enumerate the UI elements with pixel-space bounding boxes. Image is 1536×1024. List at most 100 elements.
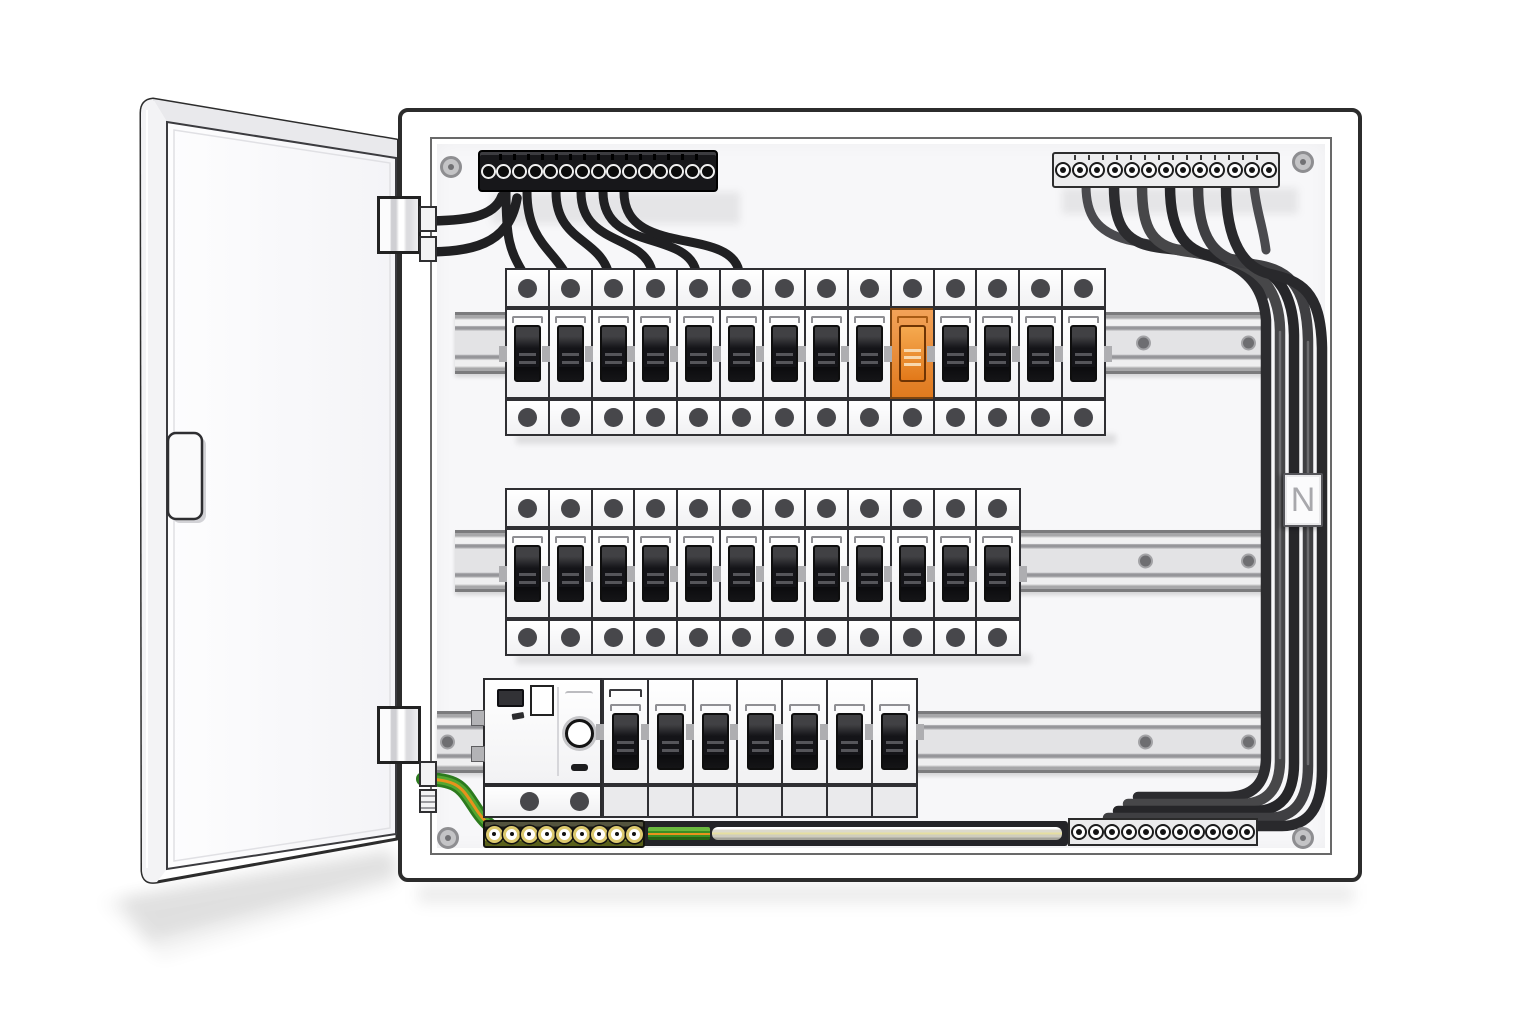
breaker-toggle xyxy=(725,316,757,382)
screw-terminal xyxy=(1188,824,1205,840)
terminal-dot xyxy=(1073,408,1093,427)
breaker-module xyxy=(498,488,557,656)
row-shadow xyxy=(516,654,1031,664)
terminal-dot xyxy=(560,408,580,427)
corner-screw xyxy=(1292,151,1314,173)
rail-screw xyxy=(1241,734,1256,750)
terminal-dot xyxy=(774,408,794,427)
rcd-terminal-lug xyxy=(471,746,485,762)
door-top-edge xyxy=(153,99,397,159)
terminal-dot xyxy=(860,628,880,647)
row-shadow xyxy=(516,434,1116,444)
breaker-module xyxy=(669,488,728,656)
screw-terminal xyxy=(559,163,575,179)
earth-cable-segment xyxy=(648,827,710,840)
rcd-test-button xyxy=(565,719,594,748)
rail-screw xyxy=(1241,553,1256,569)
rcd-divider xyxy=(557,687,559,776)
rail-screw xyxy=(440,734,455,750)
breaker-toggle xyxy=(554,536,586,602)
screw-terminal xyxy=(1209,162,1226,178)
terminal-block-shadow xyxy=(1062,188,1298,214)
breaker-toggle xyxy=(878,704,910,770)
breaker-toggle xyxy=(1067,316,1099,382)
screw-terminal xyxy=(1175,162,1192,178)
rcd-marking xyxy=(565,691,593,698)
terminal-dot xyxy=(860,408,880,427)
breaker-toggle xyxy=(768,536,800,602)
module-clip-mark xyxy=(609,689,643,697)
breaker-toggle xyxy=(789,704,821,770)
breaker-toggle xyxy=(939,316,971,382)
terminal-dot xyxy=(774,628,794,647)
terminal-dot xyxy=(560,278,580,298)
screw-terminal xyxy=(1239,824,1256,840)
screw-terminal xyxy=(1138,824,1155,840)
breaker-module xyxy=(640,678,701,818)
terminal-dot xyxy=(902,408,922,427)
screw-terminal xyxy=(485,825,503,843)
screw-terminal xyxy=(1226,162,1243,178)
terminal-dot xyxy=(689,498,709,518)
rcd-indicator-window xyxy=(530,685,554,716)
breaker-toggle xyxy=(811,536,843,602)
breaker-toggle xyxy=(512,316,544,382)
terminal-teeth xyxy=(1062,155,1270,160)
screw-terminal xyxy=(1104,824,1121,840)
breaker-toggle xyxy=(725,536,757,602)
screw-terminal xyxy=(1192,162,1209,178)
breaker-toggle xyxy=(683,316,715,382)
screw-terminal xyxy=(1205,824,1222,840)
terminal-dot xyxy=(518,628,538,647)
screw-terminal xyxy=(625,825,643,843)
breaker-toggle xyxy=(699,704,731,770)
screw-terminal xyxy=(1260,162,1277,178)
terminal-dot xyxy=(646,278,666,298)
screw-terminal xyxy=(1154,824,1171,840)
door-outer xyxy=(139,97,399,884)
screw-terminal xyxy=(700,163,716,179)
terminal-dot xyxy=(603,278,623,298)
breaker-toggle xyxy=(654,704,686,770)
cable-gland-ribbed xyxy=(419,789,437,813)
breaker-toggle xyxy=(896,316,928,382)
breaker-module-highlighted xyxy=(883,268,942,436)
screw-terminal xyxy=(527,163,543,179)
door-inner-hairline xyxy=(173,129,391,862)
breaker-module xyxy=(926,488,985,656)
terminal-block-top-left xyxy=(478,150,718,192)
terminal-dot xyxy=(731,498,751,518)
neutral-label-tag: N xyxy=(1283,473,1323,527)
terminal-dot xyxy=(731,408,751,427)
terminal-dot xyxy=(689,278,709,298)
screw-terminal xyxy=(1140,162,1157,178)
terminal-dot xyxy=(646,628,666,647)
rcd-status-flag xyxy=(511,712,525,720)
terminal-dot xyxy=(646,408,666,427)
breaker-module xyxy=(798,488,856,656)
screw-terminal xyxy=(1072,162,1089,178)
terminal-dot xyxy=(689,628,709,647)
screw-terminal xyxy=(1070,824,1087,840)
screw-terminal xyxy=(574,163,590,179)
door-handle xyxy=(166,431,204,521)
cable-gland xyxy=(419,236,437,262)
screw-terminal xyxy=(1106,162,1123,178)
door-hinge-bottom xyxy=(377,706,421,764)
screw-terminal xyxy=(1157,162,1174,178)
screw-terminal xyxy=(496,163,512,179)
breaker-module xyxy=(685,678,746,818)
terminal-dot xyxy=(774,498,794,518)
terminal-dot xyxy=(988,628,1008,647)
screw-terminal xyxy=(1123,162,1140,178)
screw-terminal xyxy=(668,163,684,179)
breaker-toggle xyxy=(939,536,971,602)
screw-terminal xyxy=(1055,162,1072,178)
rail-screw xyxy=(1136,335,1151,351)
terminal-dot xyxy=(1073,278,1093,298)
breaker-module xyxy=(595,678,656,818)
breaker-toggle xyxy=(896,536,928,602)
terminal-dot xyxy=(988,408,1008,427)
breaker-module xyxy=(926,268,985,436)
